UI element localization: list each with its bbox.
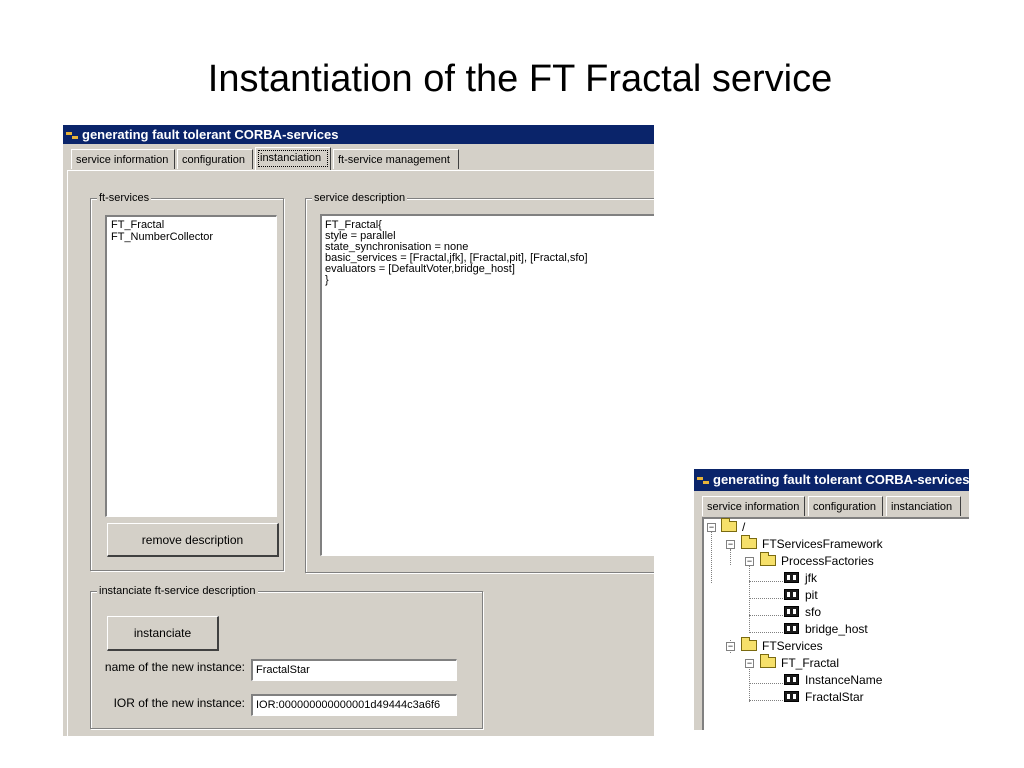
tree-tab-strip: service information configuration instan… [694,496,969,518]
slide-title: Instantiation of the FT Fractal service [207,58,833,100]
service-description-text[interactable]: FT_Fractal{ style = parallel state_synch… [320,214,654,556]
app-icon [66,131,78,140]
tab-instanciation[interactable]: instanciation [255,147,331,170]
main-tab-strip: service information configuration instan… [63,147,654,173]
main-window-title: generating fault tolerant CORBA-services [82,127,339,142]
instance-name-label: name of the new instance: [104,660,245,674]
collapse-icon[interactable]: − [745,556,754,566]
tree-node-label: FTServicesFramework [762,537,883,551]
object-icon [784,606,799,617]
collapse-icon[interactable]: − [726,539,735,549]
object-icon [784,674,799,685]
description-line: FT_Fractal{ [325,219,382,231]
folder-icon [760,552,776,566]
instanciate-group: instanciate ft-service description [90,585,483,729]
description-line: evaluators = [DefaultVoter,bridge_host] [325,263,515,275]
service-tree[interactable]: − / − FTServicesFramework − ProcessFacto… [702,517,969,730]
app-icon [697,476,709,485]
description-line: } [325,274,329,286]
tree-node-label: FractalStar [805,690,864,704]
instance-name-field[interactable]: FractalStar [251,659,457,681]
collapse-icon[interactable]: − [726,641,735,651]
tree-window-title: generating fault tolerant CORBA-services [713,472,969,487]
service-description-label: service description [312,192,408,204]
folder-icon [721,518,737,532]
tab-instanciation[interactable]: instanciation [886,496,961,516]
folder-icon [741,637,757,651]
tab-baseline [67,170,654,171]
tree-node-label: FT_Fractal [781,656,840,670]
description-line: style = parallel [325,230,396,242]
ft-services-group: ft-services [90,192,284,571]
list-item-ft-fractal[interactable]: FT_Fractal [111,219,165,231]
tree-node-label: pit [805,588,818,602]
object-icon [784,572,799,583]
main-window: generating fault tolerant CORBA-services… [63,125,654,736]
ior-field[interactable]: IOR:000000000000001d49444c3a6f6 [251,694,457,716]
tree-window: generating fault tolerant CORBA-services… [694,469,969,730]
main-window-titlebar[interactable]: generating fault tolerant CORBA-services [63,125,654,144]
collapse-icon[interactable]: − [745,658,754,668]
tab-service-information[interactable]: service information [702,496,805,516]
tree-window-titlebar[interactable]: generating fault tolerant CORBA-services [694,469,969,491]
tab-ft-service-management[interactable]: ft-service management [333,149,459,169]
tab-configuration[interactable]: configuration [808,496,883,516]
instanciate-button[interactable]: instanciate [107,616,219,651]
folder-icon [760,654,776,668]
object-icon [784,589,799,600]
tree-node-label: ProcessFactories [781,554,874,568]
collapse-icon[interactable]: − [707,522,716,532]
ft-services-list[interactable]: FT_Fractal FT_NumberCollector [105,215,277,517]
tree-node-label: / [742,520,746,534]
description-line: state_synchronisation = none [325,241,469,253]
tree-node-label: InstanceName [805,673,883,687]
remove-description-button[interactable]: remove description [107,523,279,557]
object-icon [784,691,799,702]
description-line: basic_services = [Fractal,jfk], [Fractal… [325,252,588,264]
service-description-group: service description [305,192,654,573]
ft-services-label: ft-services [97,192,152,204]
tab-service-information[interactable]: service information [71,149,175,169]
folder-icon [741,535,757,549]
tree-node-label: sfo [805,605,822,619]
ior-label: IOR of the new instance: [113,696,245,710]
tree-node-label: bridge_host [805,622,868,636]
tree-node-label: jfk [805,571,817,585]
tab-configuration[interactable]: configuration [177,149,253,169]
list-item-ft-numbercollector[interactable]: FT_NumberCollector [111,231,214,243]
instanciate-group-label: instanciate ft-service description [97,585,258,597]
object-icon [784,623,799,634]
tab-panel [67,170,654,736]
tree-node-label: FTServices [762,639,823,653]
